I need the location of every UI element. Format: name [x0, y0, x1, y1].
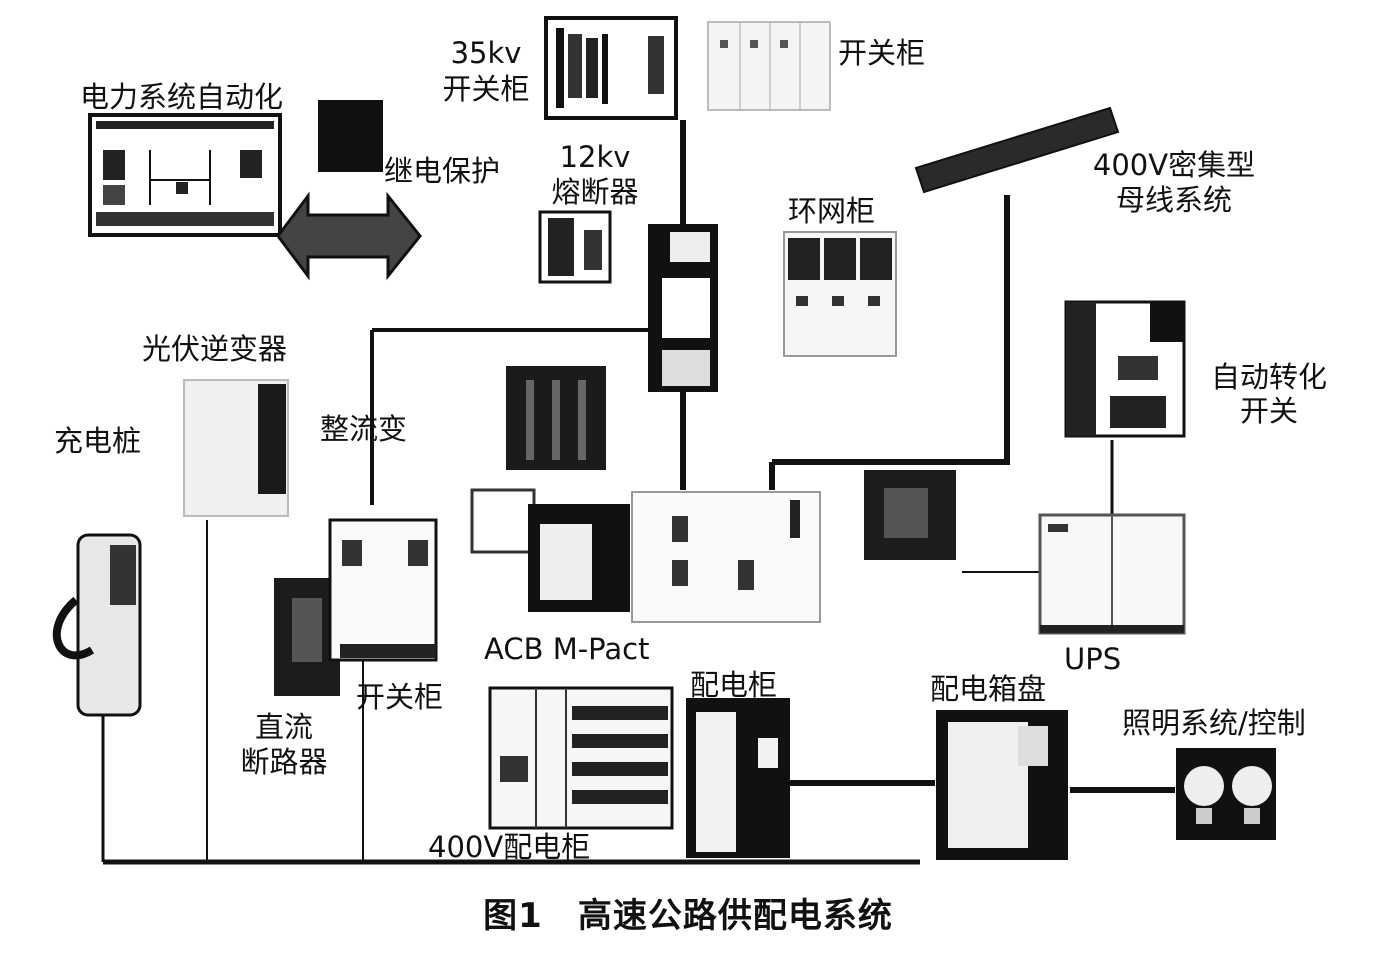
label-charging-pile: 充电桩 — [54, 424, 142, 458]
ups-device — [1038, 513, 1186, 635]
ats-device — [1064, 300, 1186, 438]
label-lighting: 照明系统/控制 — [1122, 706, 1306, 740]
switchgear-mid — [328, 518, 438, 662]
label-busway-1: 400V密集型 — [1092, 148, 1256, 182]
label-dc-2: 断路器 — [240, 745, 328, 779]
label-35kv: 35kv — [450, 36, 522, 70]
label-distribution-box: 配电箱盘 — [930, 672, 1047, 706]
label-ats-1: 自动转化 — [1210, 360, 1327, 394]
switchgear-center — [631, 491, 821, 623]
fuse-12kv — [538, 210, 612, 284]
label-fuse: 熔断器 — [551, 175, 639, 209]
transformer-right — [864, 470, 956, 560]
label-12kv: 12kv — [559, 140, 631, 174]
ring-main-unit — [783, 231, 897, 357]
label-lv-cabinet: 400V配电柜 — [428, 830, 591, 864]
label-acb: ACB M-Pact — [484, 632, 650, 666]
lv-cabinet — [488, 686, 674, 830]
relay-device — [318, 100, 383, 172]
label-ring-main: 环网柜 — [788, 194, 876, 228]
label-distribution-cabinet: 配电柜 — [690, 668, 778, 702]
connection-lines — [101, 120, 1175, 865]
label-automation: 电力系统自动化 — [80, 80, 284, 114]
switchgear-35kv — [544, 16, 678, 120]
pv-inverter — [183, 379, 289, 517]
rectifier-transformer — [506, 366, 606, 470]
switchgear-top — [707, 21, 831, 111]
label-35kv-switchgear: 开关柜 — [442, 72, 530, 106]
figure-caption: 图1 高速公路供配电系统 — [483, 896, 893, 936]
double-arrow — [276, 191, 422, 281]
label-ats-2: 开关 — [1239, 394, 1298, 428]
label-dc-1: 直流 — [254, 710, 313, 744]
distribution-cabinet — [686, 698, 790, 858]
label-switchgear-top: 开关柜 — [838, 36, 926, 70]
distribution-box — [936, 710, 1068, 860]
label-switchgear-mid: 开关柜 — [356, 680, 444, 714]
lighting-device — [1176, 748, 1276, 840]
label-ups: UPS — [1064, 642, 1122, 676]
label-pv-inverter: 光伏逆变器 — [142, 332, 288, 366]
busway — [914, 106, 1120, 194]
acb-breaker — [470, 488, 630, 612]
label-relay: 继电保护 — [384, 154, 501, 188]
ev-charger — [52, 533, 142, 717]
automation-system — [88, 113, 282, 237]
label-rectifier: 整流变 — [320, 412, 408, 446]
label-busway-2: 母线系统 — [1115, 183, 1232, 217]
main-cabinet — [648, 224, 718, 392]
